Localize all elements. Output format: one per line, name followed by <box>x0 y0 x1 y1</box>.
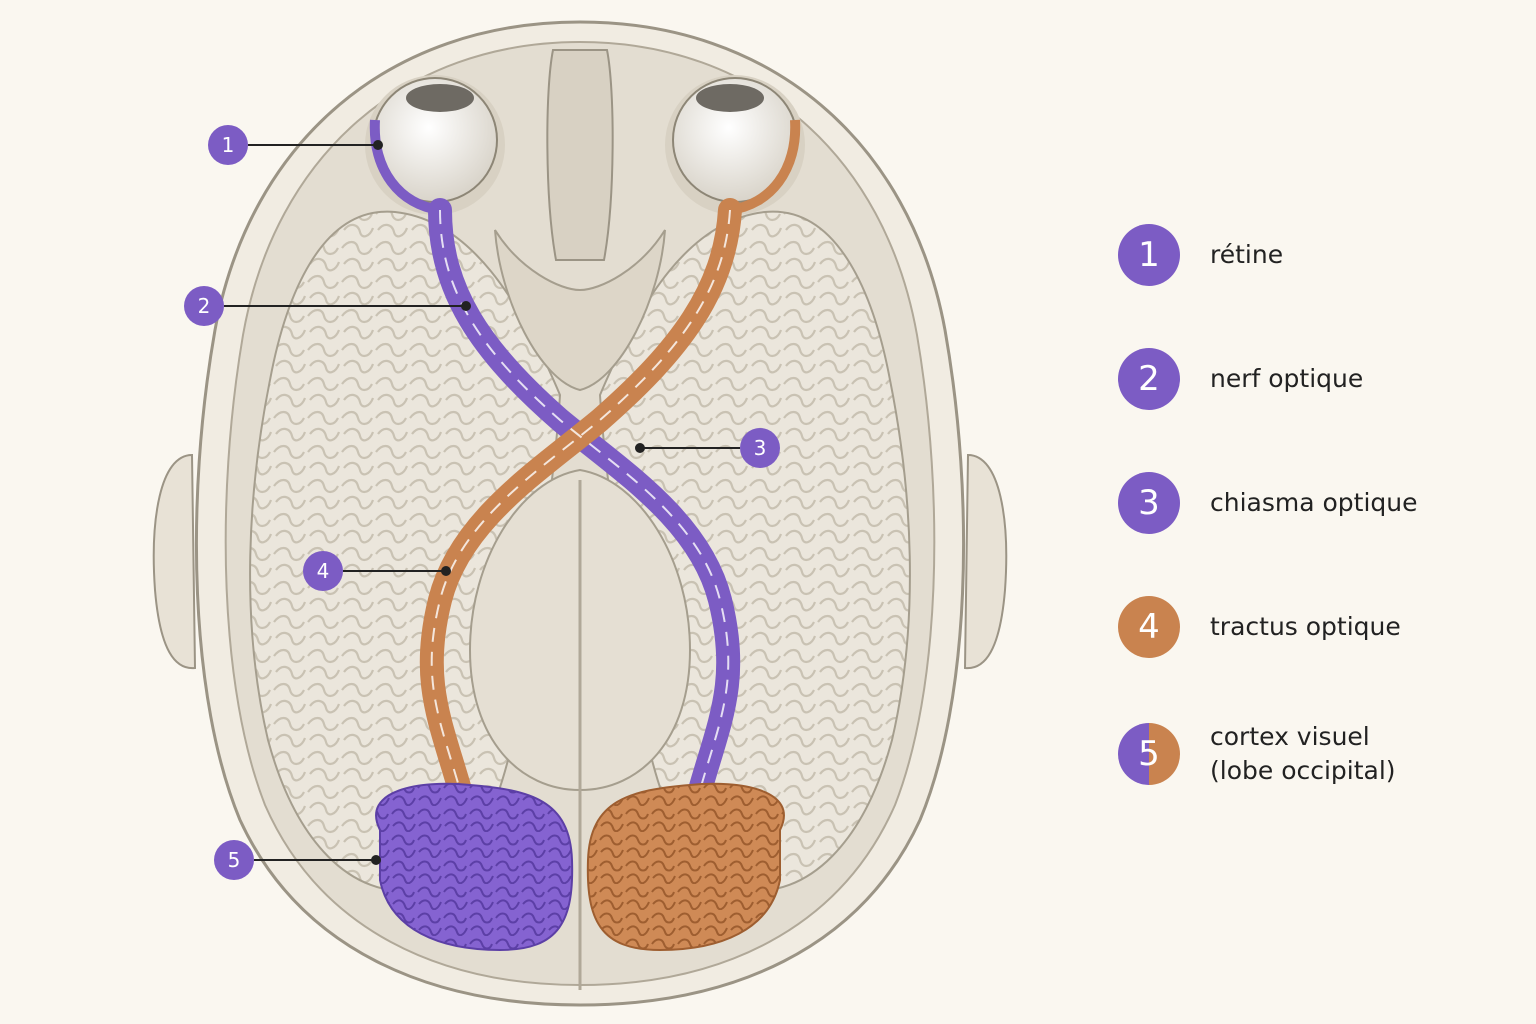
legend-label-optic-nerve: nerf optique <box>1210 364 1364 393</box>
callout-3: 3 <box>740 428 780 468</box>
visual-cortex-left <box>375 782 574 952</box>
callout-4-number: 4 <box>317 559 330 583</box>
legend-badge-1: 1 <box>1118 224 1180 286</box>
right-eye <box>665 75 805 215</box>
legend-label-visual-cortex-line2: (lobe occipital) <box>1210 756 1396 785</box>
legend-badge-2: 2 <box>1118 348 1180 410</box>
callout-2: 2 <box>184 286 224 326</box>
legend-item-retina: 1 rétine <box>1118 224 1283 286</box>
callout-3-number: 3 <box>754 436 767 460</box>
callout-5: 5 <box>214 840 254 880</box>
frontal-base <box>494 229 666 392</box>
legend-item-visual-cortex: 5 cortex visuel (lobe occipital) <box>1118 720 1396 788</box>
callout-2-number: 2 <box>198 294 211 318</box>
right-ear <box>963 453 1008 670</box>
legend-badge-5: 5 <box>1118 723 1180 785</box>
legend-label-visual-cortex-line1: cortex visuel <box>1210 722 1370 751</box>
callout-5-number: 5 <box>228 848 241 872</box>
callout-leaders <box>224 144 740 861</box>
legend-item-optic-tract: 4 tractus optique <box>1118 596 1401 658</box>
left-eye <box>365 75 505 215</box>
legend-label-visual-cortex: cortex visuel (lobe occipital) <box>1210 720 1396 788</box>
legend-label-optic-chiasm: chiasma optique <box>1210 488 1418 517</box>
callout-1-number: 1 <box>222 133 235 157</box>
left-ear <box>152 453 197 670</box>
legend-label-retina: rétine <box>1210 240 1284 269</box>
legend-item-optic-nerve: 2 nerf optique <box>1118 348 1363 410</box>
callout-4: 4 <box>303 551 343 591</box>
callout-1: 1 <box>208 125 248 165</box>
legend-item-optic-chiasm: 3 chiasma optique <box>1118 472 1418 534</box>
nasal-cavity <box>546 49 614 261</box>
legend-label-optic-tract: tractus optique <box>1210 612 1401 641</box>
legend-badge-4: 4 <box>1118 596 1180 658</box>
visual-cortex-right <box>586 782 785 952</box>
legend-badge-3: 3 <box>1118 472 1180 534</box>
